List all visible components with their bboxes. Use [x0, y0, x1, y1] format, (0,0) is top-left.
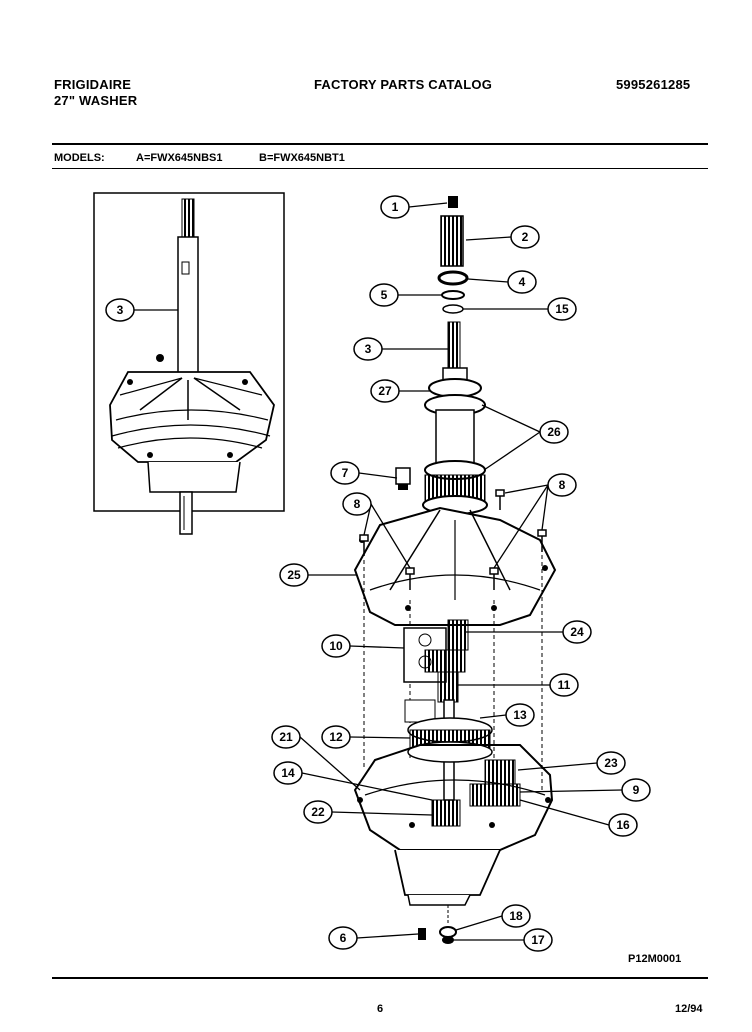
svg-text:8: 8: [559, 478, 566, 492]
svg-text:3: 3: [117, 303, 124, 317]
svg-text:5: 5: [381, 288, 388, 302]
callout-4: 4: [507, 270, 537, 294]
callout-22: 22: [303, 800, 333, 824]
svg-text:22: 22: [311, 805, 325, 819]
svg-text:18: 18: [509, 909, 523, 923]
callout-14: 14: [273, 761, 303, 785]
svg-text:21: 21: [279, 730, 293, 744]
catalog-title: FACTORY PARTS CATALOG: [314, 77, 493, 92]
svg-text:7: 7: [342, 466, 349, 480]
callout-7: 7: [330, 461, 360, 485]
callout-16: 16: [608, 813, 638, 837]
callout-6: 6: [328, 926, 358, 950]
callout-15: 15: [547, 297, 577, 321]
drawing-code: P12M0001: [628, 953, 682, 965]
svg-text:2: 2: [522, 230, 529, 244]
svg-text:11: 11: [558, 678, 571, 692]
svg-text:16: 16: [616, 818, 630, 832]
catalog-date: 12/94: [675, 1003, 703, 1015]
footer-rule: [52, 977, 708, 979]
svg-text:26: 26: [547, 425, 561, 439]
models-label: MODELS:: [54, 152, 105, 164]
svg-text:13: 13: [513, 708, 527, 722]
callout-12: 12: [321, 725, 351, 749]
svg-text:9: 9: [633, 783, 640, 797]
leader-lines: [134, 202, 623, 941]
svg-text:24: 24: [570, 625, 584, 639]
svg-text:1: 1: [392, 200, 399, 214]
callout-bubbles: 1 2 4 5 15 3 27 26 7 8 8 25 24 10 11 13 …: [105, 195, 651, 952]
svg-text:17: 17: [531, 933, 545, 947]
callout-13: 13: [505, 703, 535, 727]
models-rule: [52, 168, 708, 169]
callout-10: 10: [321, 634, 351, 658]
callout-24: 24: [562, 620, 592, 644]
callout-27: 27: [370, 379, 400, 403]
svg-text:6: 6: [340, 931, 347, 945]
svg-text:23: 23: [604, 756, 618, 770]
brand-name: FRIGIDAIRE: [54, 77, 132, 92]
product-name: 27" WASHER: [54, 93, 138, 108]
svg-text:10: 10: [329, 639, 343, 653]
svg-text:15: 15: [555, 302, 569, 316]
callout-18: 18: [501, 904, 531, 928]
callout-25: 25: [279, 563, 309, 587]
exploded-parts: [353, 196, 557, 944]
callout-3: 3: [353, 337, 383, 361]
callout-21: 21: [271, 725, 301, 749]
callout-26: 26: [539, 420, 569, 444]
callout-11: 11: [549, 673, 579, 697]
svg-text:25: 25: [287, 568, 301, 582]
callout-3-inset: 3: [105, 298, 135, 322]
svg-text:12: 12: [329, 730, 343, 744]
model-a: A=FWX645NBS1: [136, 152, 223, 164]
svg-text:14: 14: [281, 766, 295, 780]
svg-text:3: 3: [365, 342, 372, 356]
catalog-number: 5995261285: [616, 77, 691, 92]
header-rule: [52, 143, 708, 145]
callout-17: 17: [523, 928, 553, 952]
page-number: 6: [377, 1003, 384, 1015]
model-b: B=FWX645NBT1: [259, 152, 345, 164]
svg-text:4: 4: [519, 275, 526, 289]
callout-8-right: 8: [547, 473, 577, 497]
callout-9: 9: [621, 778, 651, 802]
callout-23: 23: [596, 751, 626, 775]
svg-text:8: 8: [354, 497, 361, 511]
callout-5: 5: [369, 283, 399, 307]
callout-2: 2: [510, 225, 540, 249]
callout-1: 1: [380, 195, 410, 219]
callout-8-left: 8: [342, 492, 372, 516]
svg-text:27: 27: [378, 384, 392, 398]
assembled-transmission-inset: [93, 192, 285, 535]
